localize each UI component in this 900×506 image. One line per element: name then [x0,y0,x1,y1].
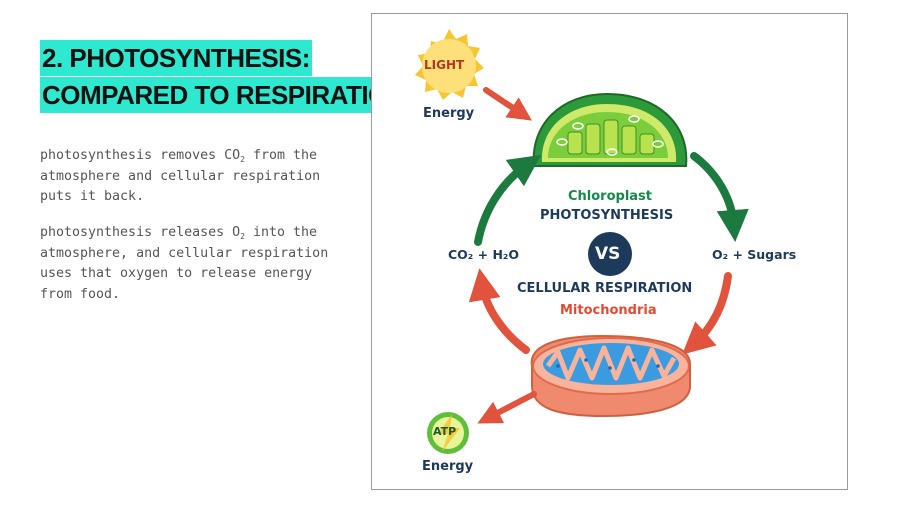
paragraph-co2: photosynthesis removes CO2 from the atmo… [40,146,330,208]
energy-label-bottom: Energy [422,459,474,474]
photosynthesis-label: PHOTOSYNTHESIS [540,208,674,223]
paragraph-o2: photosynthesis releases O2 into the atmo… [40,223,330,305]
light-arrow [483,87,532,121]
green-arrow-left [474,154,542,246]
title-line-1: 2. PHOTOSYNTHESIS: [40,40,312,76]
title-line-2: COMPARED TO RESPIRATION [40,77,409,113]
p2-subscript: 2 [240,232,245,241]
mitochondria-label: Mitochondria [560,303,657,318]
o2-sugars-label: O₂ + Sugars [712,247,797,262]
mitochondria-icon [530,334,691,418]
slide-title: 2. PHOTOSYNTHESIS: COMPARED TO RESPIRATI… [40,40,409,114]
green-arrow-right [690,152,749,242]
co2-h2o-label: CO₂ + H₂O [448,247,520,262]
photosynthesis-respiration-diagram: LIGHT Energy Chloroplast PHOTOSYNTHESIS … [371,13,848,490]
sun-icon [415,29,484,100]
vs-label: VS [595,244,621,264]
diagram-graphics [415,29,749,454]
p1-subscript: 2 [240,155,245,164]
p1-text-a: photosynthesis removes CO [40,148,241,163]
p1-text-b: from the atmosphere and cellular respira… [40,148,321,204]
chloroplast-label: Chloroplast [568,189,653,204]
cellular-respiration-label: CELLULAR RESPIRATION [517,281,693,296]
p2-text-a: photosynthesis releases O [40,225,241,240]
vs-badge [588,232,632,276]
red-arrow-right [682,272,732,355]
atp-label: ATP [433,425,457,438]
atp-badge-icon [427,412,469,454]
atp-arrow [477,391,537,424]
light-label: LIGHT [424,58,465,72]
chloroplast-icon [532,92,688,167]
p2-text-b: into the atmosphere, and cellular respir… [40,225,329,302]
energy-label-top: Energy [423,106,475,121]
red-arrow-left [468,268,530,354]
